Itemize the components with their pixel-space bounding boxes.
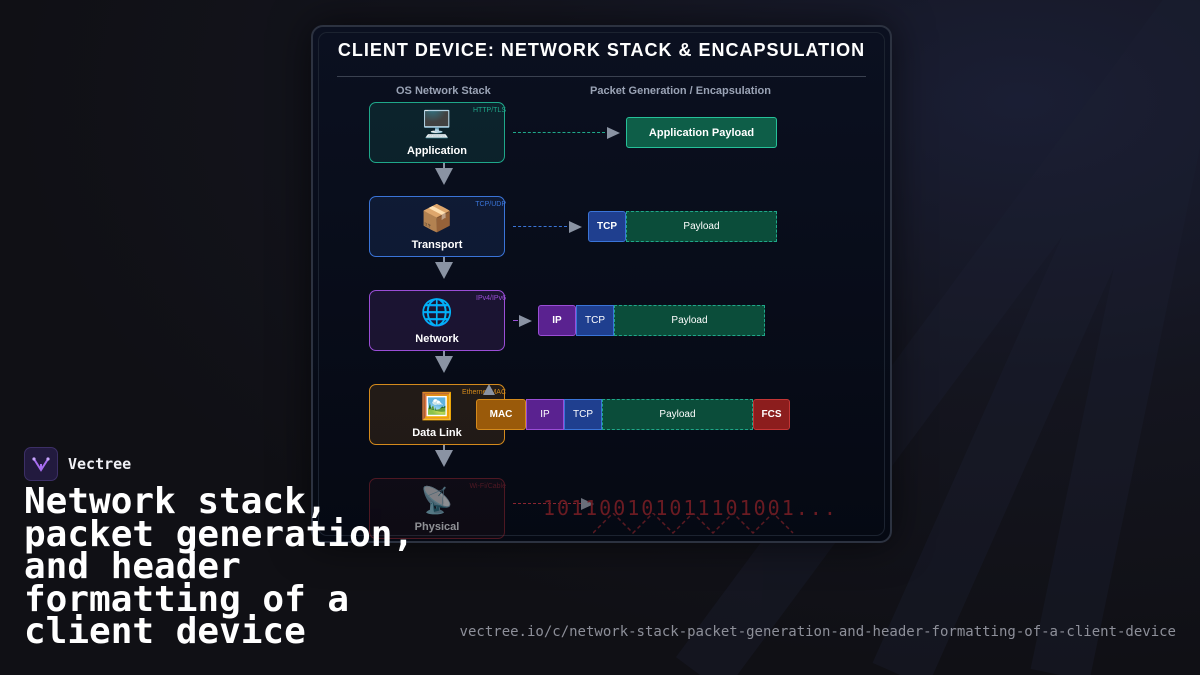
title-divider (337, 76, 866, 77)
encapsulation-connector (513, 503, 581, 504)
signal-waveform-icon (593, 513, 794, 535)
flow-stem (443, 351, 445, 357)
layer-transport: 📦 Transport TCP/UDP (369, 196, 506, 257)
application-payload: Application Payload (626, 117, 777, 148)
up-arrow-icon (483, 384, 495, 395)
payload-segment: Payload (602, 399, 753, 430)
layer-protocol: Wi-Fi/Cable (469, 483, 506, 490)
desktop-computer-icon: 🖥️ (420, 109, 454, 139)
column-header-stack: OS Network Stack (396, 85, 491, 97)
layer-protocol: TCP/UDP (475, 201, 506, 208)
layer-network: 🌐 Network IPv4/IPv6 (369, 290, 506, 351)
encapsulation-connector (513, 320, 518, 321)
layer-application: 🖥️ Application HTTP/TLS (369, 102, 506, 163)
vectree-logo-icon (24, 447, 58, 481)
down-arrow-icon (435, 356, 453, 373)
right-arrow-icon (569, 221, 582, 233)
layer-name: Physical (414, 521, 460, 533)
diagram-panel: CLIENT DEVICE: NETWORK STACK & ENCAPSULA… (311, 25, 892, 543)
brand: Vectree (24, 447, 131, 481)
flow-stem (443, 445, 445, 451)
ip-header: IP (526, 399, 564, 430)
column-header-packet: Packet Generation / Encapsulation (590, 85, 771, 97)
layer-protocol: HTTP/TLS (472, 107, 506, 114)
brand-name: Vectree (68, 455, 132, 473)
encapsulation-connector (513, 226, 567, 227)
down-arrow-icon (435, 450, 453, 467)
panel-inner-border (318, 32, 885, 536)
right-arrow-icon (607, 127, 620, 139)
source-url[interactable]: vectree.io/c/network-stack-packet-genera… (459, 624, 1176, 640)
headline: Network stack, packet generation, and he… (24, 481, 415, 652)
right-arrow-icon (581, 498, 594, 510)
layer-name: Transport (411, 239, 463, 251)
fcs-trailer: FCS (753, 399, 790, 430)
layer-physical: 📡 Physical Wi-Fi/Cable (369, 478, 506, 539)
layer-name: Application (407, 145, 467, 157)
down-arrow-icon (435, 168, 453, 185)
layer-name: Network (415, 333, 459, 345)
down-arrow-icon (435, 262, 453, 279)
flow-stem (443, 163, 445, 169)
diagram-title: CLIENT DEVICE: NETWORK STACK & ENCAPSULA… (337, 40, 866, 60)
layer-data-link: 🖼️ Data Link Ethernet/MAC (369, 384, 506, 445)
framed-picture-icon: 🖼️ (420, 391, 454, 421)
payload-segment: Payload (626, 211, 777, 242)
tcp-header: TCP (564, 399, 602, 430)
mac-header: MAC (476, 399, 526, 430)
flow-stem (443, 257, 445, 263)
ip-header: IP (538, 305, 576, 336)
encapsulation-connector (513, 132, 605, 133)
layer-protocol: IPv4/IPv6 (476, 295, 506, 302)
right-arrow-icon (519, 315, 532, 327)
satellite-antenna-icon: 📡 (420, 485, 454, 515)
globe-icon: 🌐 (420, 297, 454, 327)
tcp-header: TCP (576, 305, 614, 336)
payload-segment: Payload (614, 305, 765, 336)
tcp-header: TCP (588, 211, 626, 242)
layer-name: Data Link (412, 427, 462, 439)
package-icon: 📦 (420, 203, 454, 233)
